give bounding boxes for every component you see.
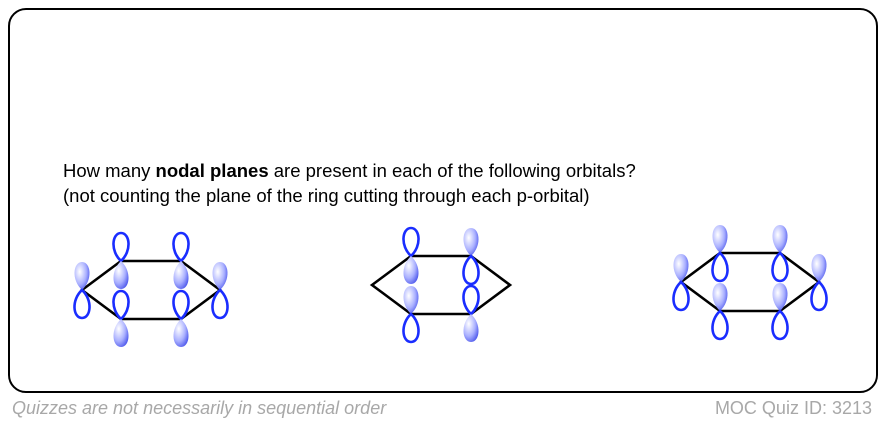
question-text: How many nodal planes are present in eac… <box>63 158 636 208</box>
p-orbital-lobe-bottom <box>771 251 789 283</box>
p-orbital-lobe-top <box>712 283 728 311</box>
p-orbital-lobe-top <box>673 254 689 282</box>
orbital-a <box>73 231 229 347</box>
p-orbital-lobe-bottom <box>113 319 129 347</box>
p-orbital-lobe-bottom <box>73 288 91 320</box>
quiz-card <box>8 8 878 393</box>
p-orbital-lobe-bottom <box>173 261 189 289</box>
p-orbital-lobe-top <box>172 231 190 263</box>
benzene-ring <box>79 259 223 321</box>
p-orbital-lobe-bottom <box>810 280 828 312</box>
p-orbital-lobe-bottom <box>113 261 129 289</box>
p-orbital-lobe-top <box>811 254 827 282</box>
p-orbital-lobe-top <box>112 231 130 263</box>
p-orbital-lobe-top <box>112 289 130 321</box>
p-orbital-lobe-bottom <box>403 256 419 284</box>
p-orbital-lobe-top <box>74 262 90 290</box>
benzene-ring <box>369 254 513 316</box>
p-orbital-lobe-top <box>462 284 480 316</box>
p-orbital-lobe-top <box>402 226 420 258</box>
p-orbital-lobe-top <box>172 289 190 321</box>
p-orbital-lobe-bottom <box>771 309 789 341</box>
p-orbital-lobe-bottom <box>711 251 729 283</box>
disclaimer-text: Quizzes are not necessarily in sequentia… <box>12 398 387 418</box>
question-post: are present in each of the following orb… <box>268 160 636 181</box>
p-orbital-lobe-bottom <box>402 312 420 344</box>
p-orbital-lobe-bottom <box>672 280 690 312</box>
question-pre: How many <box>63 160 156 181</box>
p-orbital-lobe-top <box>212 262 228 290</box>
question-bold: nodal planes <box>155 160 269 181</box>
p-orbital-lobe-top <box>403 286 419 314</box>
p-orbital-lobe-top <box>772 225 788 253</box>
question-line-2: (not counting the plane of the ring cutt… <box>63 185 590 206</box>
p-orbital-lobe-bottom <box>463 314 479 342</box>
orbital-c <box>672 225 828 341</box>
benzene-ring <box>678 251 822 313</box>
p-orbital-lobe-bottom <box>211 288 229 320</box>
p-orbital-lobe-bottom <box>173 319 189 347</box>
p-orbital-lobe-bottom <box>462 254 480 286</box>
p-orbital-lobe-top <box>712 225 728 253</box>
p-orbital-lobe-top <box>772 283 788 311</box>
question-line-1: How many nodal planes are present in eac… <box>63 158 636 183</box>
p-orbital-lobe-bottom <box>711 309 729 341</box>
p-orbital-lobe-top <box>463 228 479 256</box>
orbital-b <box>369 226 513 344</box>
quiz-id: MOC Quiz ID: 3213 <box>714 398 872 418</box>
